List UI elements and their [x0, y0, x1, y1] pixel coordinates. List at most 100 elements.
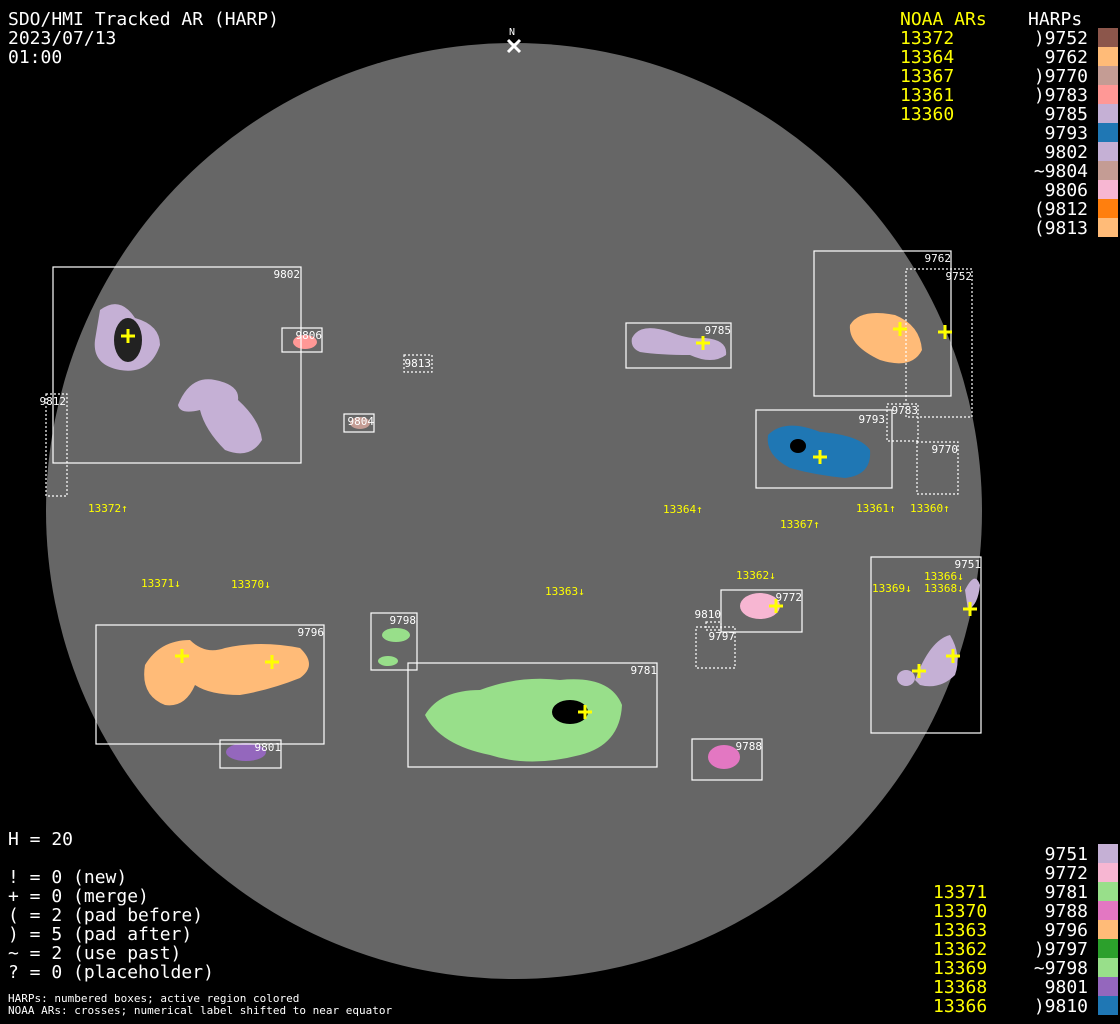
noaa-label: 13366↓ — [924, 570, 964, 583]
noaa-cross-icon — [912, 664, 926, 678]
noaa-legend-item: 13367 — [900, 66, 955, 87]
harp-legend-item: 9796 — [1044, 920, 1088, 941]
harp-label: 9798 — [390, 614, 417, 627]
noaa-cross-icon — [265, 655, 279, 669]
harp-color-swatch — [1098, 142, 1118, 161]
harp-color-swatch — [1098, 47, 1118, 66]
harp-legend-item: ~9804 — [1033, 161, 1088, 182]
harp-box-9752[interactable] — [905, 268, 973, 418]
harp-label: 9752 — [946, 270, 973, 283]
harp-count: H = 20 — [8, 829, 74, 850]
harp-box-9813[interactable] — [403, 354, 433, 373]
noaa-label: 13372↑ — [88, 502, 128, 515]
harp-legend-item: )9797 — [1033, 939, 1088, 960]
date-label: 2023/07/13 — [8, 28, 117, 49]
harp-color-swatch — [1098, 218, 1118, 237]
harp-label: 9751 — [955, 558, 982, 571]
harp-box-9781[interactable] — [407, 662, 658, 768]
harp-box-9788[interactable] — [691, 738, 763, 781]
harp-box-9783[interactable] — [886, 403, 919, 442]
harp-box-9772[interactable] — [720, 589, 803, 633]
harp-box-9804[interactable] — [343, 413, 375, 433]
harp-box-9802[interactable] — [52, 266, 302, 464]
harp-box-9806[interactable] — [281, 327, 323, 353]
harp-label: 9796 — [298, 626, 325, 639]
status-count-line: ! = 0 (new) — [8, 867, 128, 888]
region-9751-c — [897, 670, 915, 686]
north-label: N — [509, 27, 515, 38]
harp-box-9798[interactable] — [370, 612, 418, 671]
noaa-legend-item: 13368 — [933, 977, 988, 998]
harp-box-9762[interactable] — [813, 250, 952, 397]
harp-label: 9770 — [932, 443, 959, 456]
harp-box-9801[interactable] — [219, 739, 282, 769]
harp-label: 9783 — [892, 404, 919, 417]
noaa-labels: 13372↑ 13364↑ 13367↑ 13361↑ 13360↑ 13371… — [88, 502, 964, 598]
harp-legend-item: 9762 — [1044, 47, 1088, 68]
harp-label: 9813 — [405, 357, 432, 370]
note-harps: HARPs: numbered boxes; active region col… — [8, 992, 300, 1005]
noaa-label: 13367↑ — [780, 518, 820, 531]
region-9806 — [293, 335, 317, 349]
noaa-legend-item: 13371 — [933, 882, 988, 903]
harp-box-9751[interactable] — [870, 556, 982, 734]
harp-color-swatch — [1098, 28, 1118, 47]
harp-legend-item: (9813 — [1033, 218, 1088, 239]
harp-box-9770[interactable] — [916, 441, 959, 495]
noaa-crosses — [121, 322, 977, 719]
harp-color-swatch — [1098, 66, 1118, 85]
noaa-label: 13369↓ — [872, 582, 912, 595]
time-label: 01:00 — [8, 47, 63, 68]
harp-boxes — [45, 250, 982, 781]
harp-box-9793[interactable] — [755, 409, 893, 489]
region-9781 — [425, 678, 622, 762]
active-regions — [94, 304, 980, 769]
region-9788 — [708, 745, 740, 769]
region-9772 — [740, 593, 780, 619]
region-9785 — [631, 328, 727, 360]
harp-box-9810[interactable] — [705, 621, 722, 631]
harp-label: 9801 — [255, 741, 282, 754]
harp-label: 9812 — [40, 395, 67, 408]
harp-box-9785[interactable] — [625, 322, 732, 369]
region-9802-b — [178, 379, 262, 454]
noaa-label: 13371↓ — [141, 577, 181, 590]
noaa-label: 13364↑ — [663, 503, 703, 516]
harp-color-swatch — [1098, 199, 1118, 218]
harp-legend-item: 9802 — [1044, 142, 1088, 163]
status-count-line: ) = 5 (pad after) — [8, 924, 193, 945]
harp-label: 9772 — [776, 591, 803, 604]
noaa-label: 13362↓ — [736, 569, 776, 582]
harp-color-swatch — [1098, 863, 1118, 882]
status-count-line: ~ = 2 (use past) — [8, 943, 182, 964]
harp-legend-item: ~9798 — [1033, 958, 1088, 979]
harp-color-swatch — [1098, 161, 1118, 180]
status-count-line: ? = 0 (placeholder) — [8, 962, 214, 983]
harp-label: 9785 — [705, 324, 732, 337]
harp-legend-item: )9783 — [1033, 85, 1088, 106]
status-count-line: ( = 2 (pad before) — [8, 905, 204, 926]
noaa-cross-icon — [893, 322, 907, 336]
harp-label: 9806 — [296, 329, 323, 342]
noaa-cross-icon — [578, 705, 592, 719]
region-9801 — [226, 743, 266, 761]
noaa-cross-icon — [769, 599, 783, 613]
noaa-cross-icon — [696, 336, 710, 350]
noaa-legend-item: 13361 — [900, 85, 955, 106]
harp-box-9796[interactable] — [95, 624, 325, 745]
harp-legend-item: 9751 — [1044, 844, 1088, 865]
harp-label: 9762 — [925, 252, 952, 265]
noaa-legend-item: 13363 — [933, 920, 988, 941]
harp-color-swatch — [1098, 939, 1118, 958]
harp-label: 9793 — [859, 413, 886, 426]
noaa-legend-item: 13366 — [933, 996, 988, 1017]
harp-color-swatch — [1098, 958, 1118, 977]
harp-color-swatch — [1098, 901, 1118, 920]
harp-box-9812[interactable] — [45, 393, 68, 497]
noaa-legend-item: 13372 — [900, 28, 955, 49]
harp-label: 9797 — [709, 630, 736, 643]
region-9804 — [350, 417, 370, 429]
harp-color-swatch — [1098, 882, 1118, 901]
noaa-cross-icon — [175, 649, 189, 663]
region-9798-b — [378, 656, 398, 666]
